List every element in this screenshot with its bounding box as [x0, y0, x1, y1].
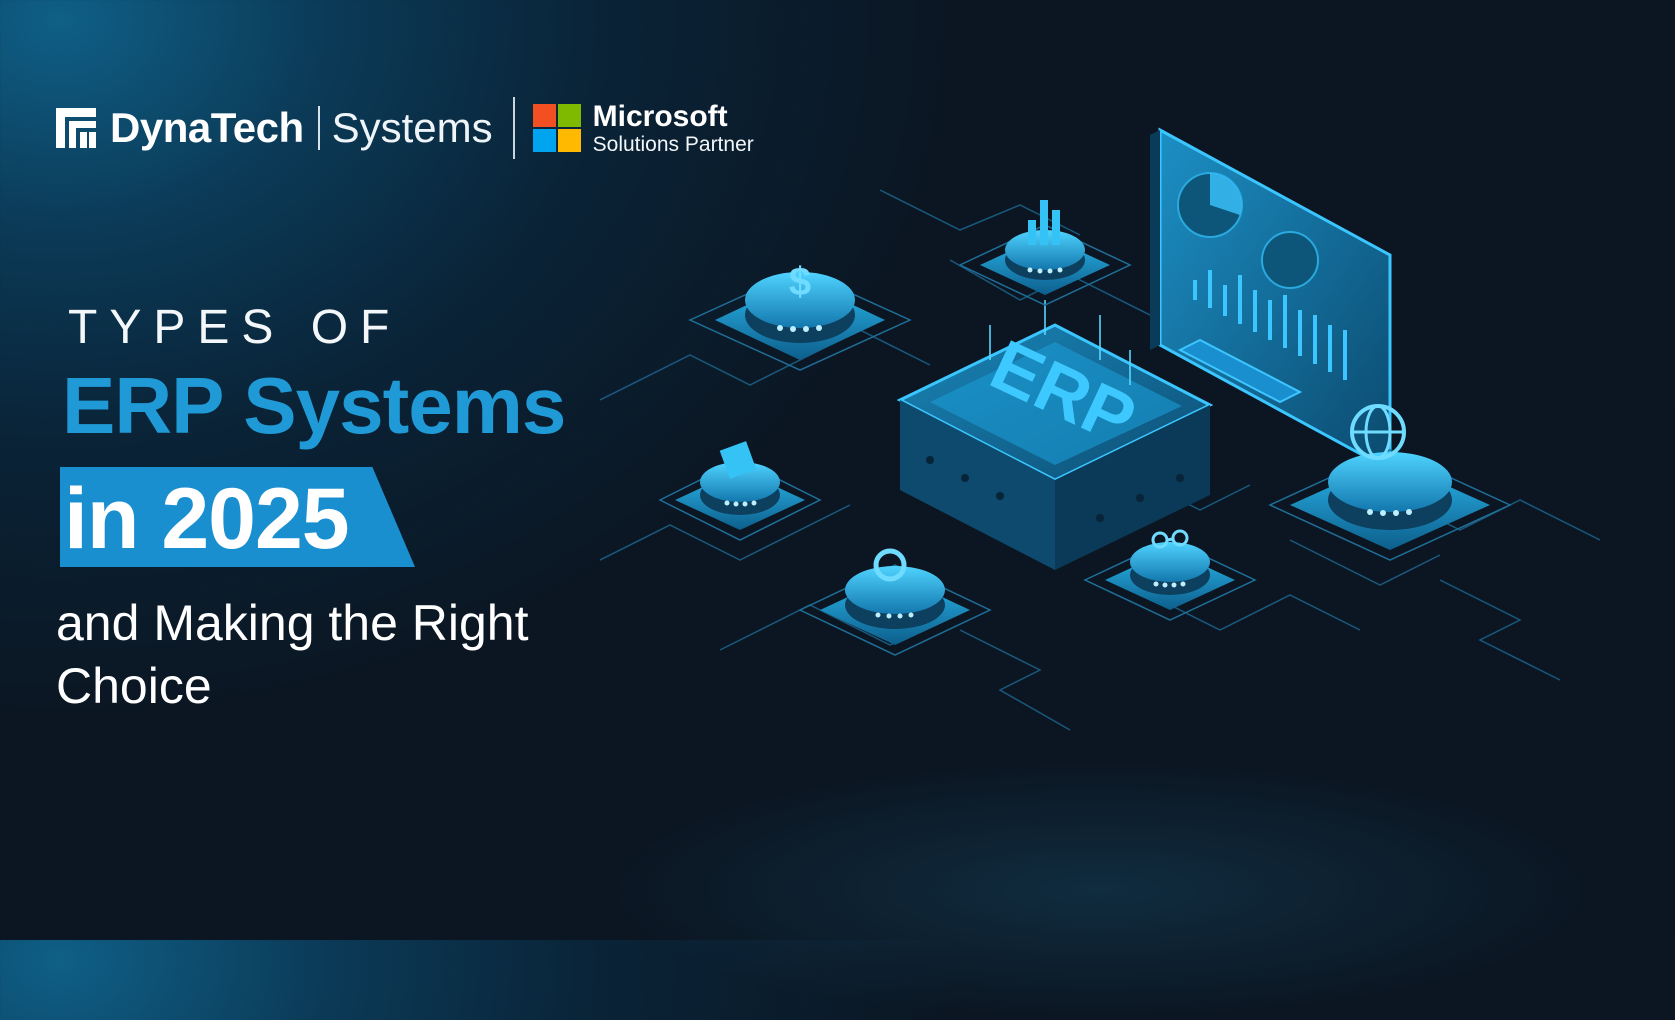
headline-kicker: TYPES OF	[68, 301, 402, 354]
brand-separator	[317, 106, 320, 150]
chart-icon	[958, 200, 1132, 306]
headline-year: in 2025	[64, 471, 350, 567]
dashboard-monitor-icon	[1150, 127, 1392, 473]
microsoft-logo-red	[532, 104, 556, 127]
erp-isometric-illustration: ERP $	[600, 127, 1601, 731]
year-highlight-band	[60, 467, 415, 567]
microsoft-logo-green	[557, 104, 581, 127]
erp-center-box: ERP	[896, 300, 1214, 570]
gear-network-icon	[1083, 529, 1257, 621]
svg-text:$: $	[789, 260, 811, 304]
partner-name: Microsoft	[592, 99, 728, 133]
headline-title: ERP Systems	[62, 361, 566, 450]
microsoft-logo-yellow	[557, 129, 581, 152]
headline-subtitle: and Making the Right Choice	[56, 592, 616, 718]
dollar-icon: $	[688, 260, 912, 371]
microsoft-logo-blue	[532, 129, 556, 152]
microsoft-logo-icon	[532, 104, 581, 152]
brand-name-light: Systems	[331, 104, 493, 151]
globe-icon	[1268, 404, 1512, 561]
partner-subtitle: Solutions Partner	[592, 132, 754, 156]
partner-text: Microsoft Solutions Partner	[592, 99, 754, 156]
header-logos: DynaTech Systems Microsoft Solutions Par…	[56, 97, 754, 159]
brand-name-bold: DynaTech	[110, 104, 304, 151]
money-icon	[658, 441, 822, 541]
background-glow	[600, 760, 1600, 1020]
header-divider	[512, 97, 515, 159]
hand-coin-icon	[798, 548, 992, 656]
subtitle-line-1: and Making the Right	[56, 595, 529, 651]
dynatech-logo-icon	[56, 108, 96, 148]
subtitle-line-2: Choice	[56, 658, 212, 714]
